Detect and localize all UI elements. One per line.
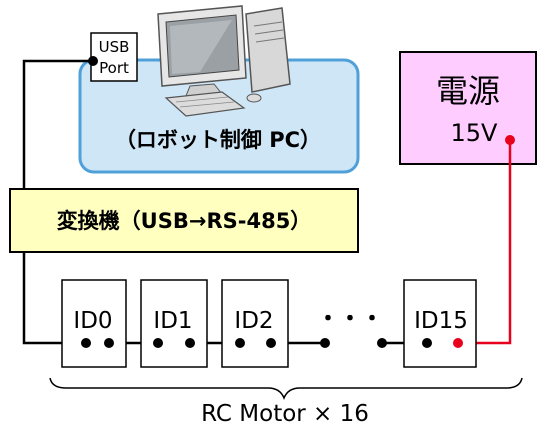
id1-in-dot bbox=[153, 338, 163, 348]
motor-id2-label: ID2 bbox=[234, 308, 273, 334]
motor-id0-label: ID0 bbox=[73, 308, 112, 334]
motor-id1: ID1 bbox=[140, 279, 208, 368]
converter-label: 変換機（USB→RS-485） bbox=[57, 209, 312, 233]
motor-id15: ID15 bbox=[403, 279, 477, 368]
motor-group-brace bbox=[49, 377, 523, 401]
id15-in-dot bbox=[422, 338, 432, 348]
connection-dots bbox=[81, 56, 432, 348]
bus-ellipsis-left-dot bbox=[320, 338, 330, 348]
id0-in-dot bbox=[81, 338, 91, 348]
usb-port-dot bbox=[88, 56, 98, 66]
converter-box bbox=[9, 188, 359, 253]
motor-id1-label: ID1 bbox=[153, 308, 192, 334]
power-supply-box bbox=[399, 51, 537, 165]
id2-out-dot bbox=[266, 338, 276, 348]
motor-caption: RC Motor × 16 bbox=[201, 401, 369, 427]
power-supply-voltage: 15V bbox=[451, 119, 499, 147]
id0-out-dot bbox=[104, 338, 114, 348]
pc-label: （ロボット制御 PC） bbox=[115, 128, 321, 152]
computer-icon bbox=[157, 5, 291, 117]
motor-id0: ID0 bbox=[61, 279, 127, 368]
id1-out-dot bbox=[185, 338, 195, 348]
motor-id15-label: ID15 bbox=[414, 308, 468, 334]
id15-power-dot bbox=[453, 338, 463, 348]
motor-ellipsis: ・・・ bbox=[317, 307, 383, 332]
power-output-dot bbox=[505, 135, 515, 145]
id2-in-dot bbox=[235, 338, 245, 348]
power-supply-title: 電源 bbox=[436, 72, 500, 110]
motor-id2: ID2 bbox=[221, 279, 289, 368]
usb-port-label-line2: Port bbox=[99, 59, 129, 77]
bus-ellipsis-right-dot bbox=[377, 338, 387, 348]
usb-port-label-line1: USB bbox=[99, 38, 130, 56]
